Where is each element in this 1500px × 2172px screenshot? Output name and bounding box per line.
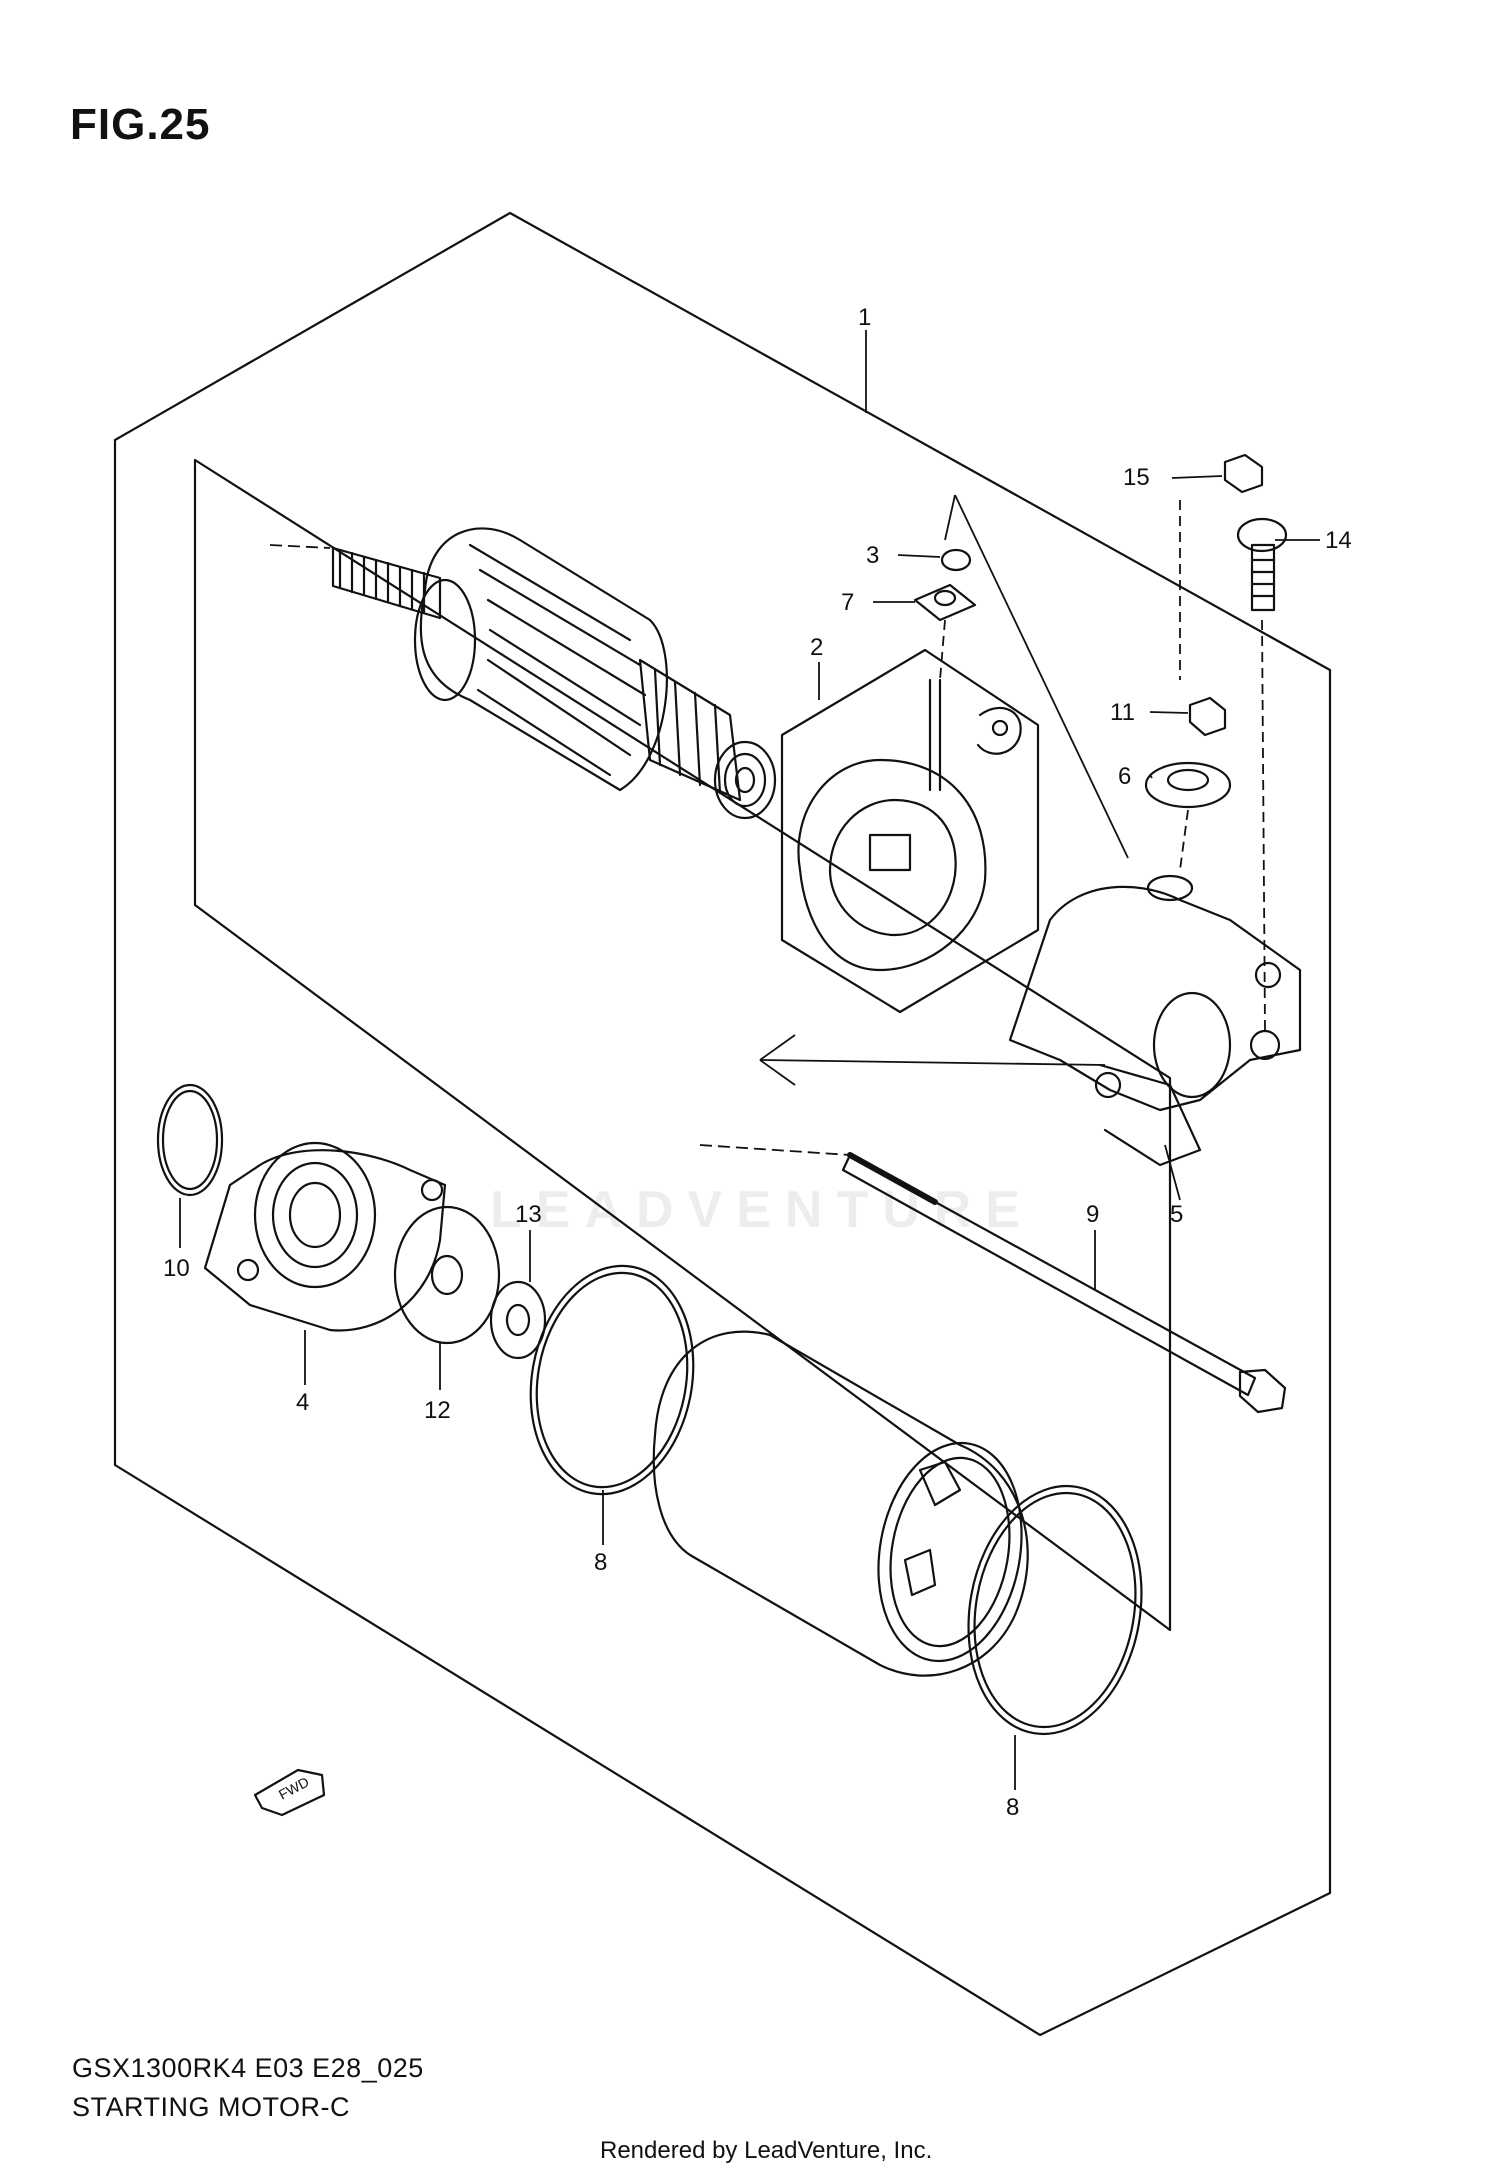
washer-12 [393,1205,501,1345]
arrow-fwd-icon [253,1768,326,1817]
figure-title: FIG.25 [70,100,211,149]
bolt-14 [1236,517,1288,612]
callout-1: 1 [858,304,871,331]
callout-14: 14 [1325,527,1352,554]
brush-holder-frame [780,648,1040,1014]
callout-7: 7 [841,589,854,616]
callout-4: 4 [296,1389,309,1416]
leader-15 [1171,475,1223,479]
o-ring-small [940,548,972,572]
leader-6 [1149,774,1153,779]
brush-holder [797,678,1022,972]
callout-12: 12 [424,1397,451,1424]
leader-5 [1164,1144,1181,1201]
o-ring-8-rear [967,1484,1143,1736]
model-code: GSX1300RK4 E03 E28_025 [72,2053,424,2083]
leader-3 [897,554,941,558]
callout-8-rear: 8 [1006,1794,1019,1821]
armature [331,527,777,820]
callout-3: 3 [866,542,879,569]
callout-10: 10 [163,1255,190,1282]
nut-11 [1188,696,1227,737]
callout-15: 15 [1123,464,1150,491]
fwd-label: FWD [276,1774,312,1803]
end-cover-front [203,1141,447,1332]
diagram-name: STARTING MOTOR-C [72,2092,350,2122]
assembly-outline [113,211,1332,2037]
callout-6: 6 [1118,763,1131,790]
callout-9: 9 [1086,1201,1099,1228]
callout-5: 5 [1170,1201,1183,1228]
nut-15 [1223,453,1264,494]
inner-assembly-outline [193,458,1172,1632]
terminal-plate [913,583,977,622]
footer-credit: Rendered by LeadVenture, Inc. [600,2137,933,2164]
o-ring-10 [156,1083,224,1197]
through-bolt-9 [841,1152,1287,1414]
leader-11 [1149,711,1189,714]
washer-13 [489,1280,547,1360]
washer-6 [1144,761,1232,809]
callout-11: 11 [1110,699,1135,726]
callout-8-front: 8 [594,1549,607,1576]
o-ring-8-front [529,1264,695,1496]
callout-13: 13 [515,1201,542,1228]
end-cover-rear [1008,874,1302,1167]
motor-yoke [652,1330,1029,1677]
callout-2: 2 [810,634,823,661]
